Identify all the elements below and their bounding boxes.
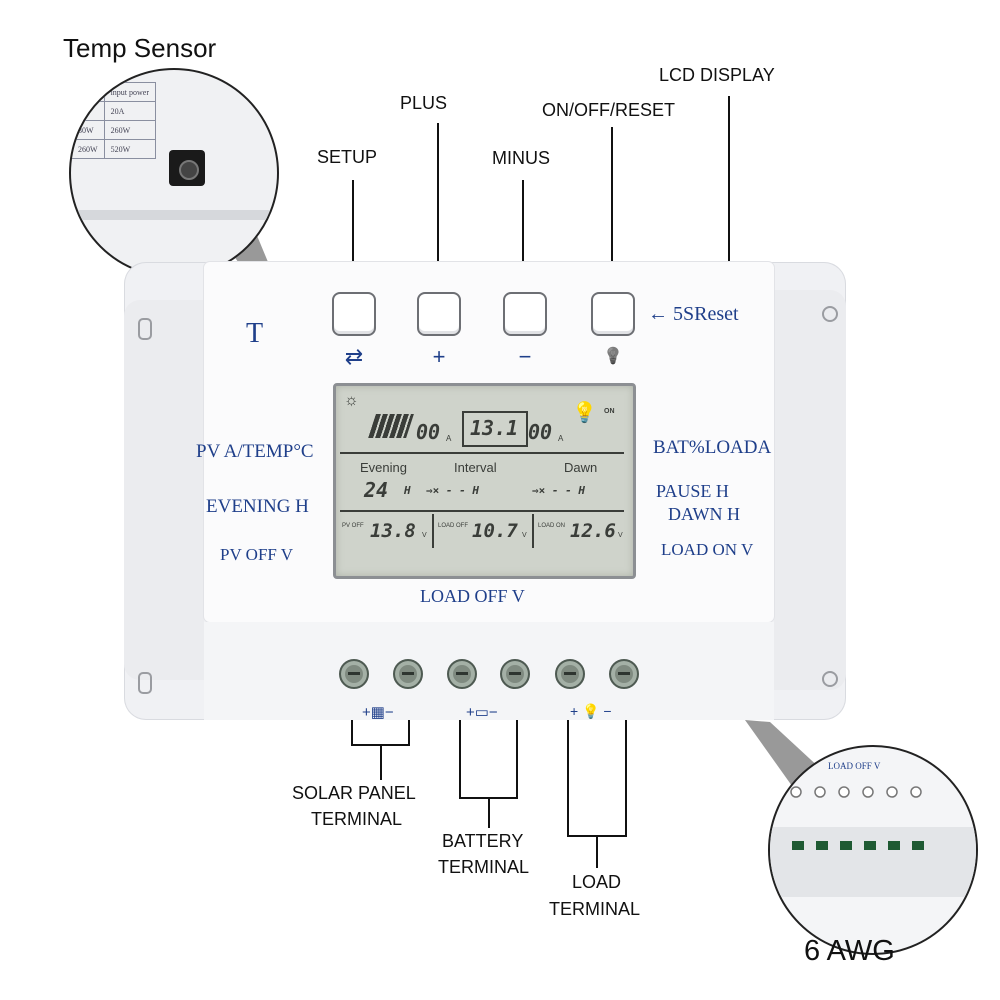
temp-sensor-callout: Temp Sensor [63,33,217,63]
solar-terminal-symbol: +▦− [362,704,394,721]
solar-terminal-callout-line2: TERMINAL [311,809,403,829]
dawn-value: ⇒× - - H [532,484,585,497]
bat-load-label: BAT%LOADA [653,437,772,458]
right-flange [774,290,846,690]
lcd-divider [532,514,534,548]
load-on-lcd-label: LOAD ON [538,523,566,529]
setup-callout: SETUP [317,147,378,167]
zoom-terminal-holes [782,783,976,801]
terminal-zoom: LOAD OFF V [768,745,978,955]
terminal-strip [204,622,774,720]
battery-positive-screw[interactable] [447,659,477,689]
dawn-text: Dawn [564,460,598,475]
awg-callout: 6 AWG [804,935,895,967]
evening-hours-unit: H [404,484,411,497]
dawn-label: DAWN H [668,504,741,524]
mount-hole [138,318,152,340]
solar-positive-screw[interactable] [339,659,369,689]
battery-terminal-callout-line1: BATTERY [442,831,524,851]
table-cell: 30W [71,120,105,140]
battery-voltage-value: 13.1 [470,416,519,440]
load-on-value: 12.6 [570,520,616,542]
temp-sensor-jack[interactable] [169,150,205,186]
plus-callout: PLUS [400,93,448,113]
lcd-display: ☼ 00 A 13.1 00 A 💡 ON Evening Interval D… [333,383,636,579]
table-cell: 20A [103,101,157,121]
load-off-unit: V [522,532,527,539]
setup-symbol-icon: ⇄ [344,344,364,369]
evening-label: EVENING H [206,496,309,517]
lcd-divider [340,452,624,454]
evening-text: Evening [360,460,407,475]
lcd-divider [340,510,624,512]
mount-hole [822,671,838,687]
pv-off-value: 13.8 [370,520,416,542]
load-off-label: LOAD OFF V [420,586,525,606]
battery-terminal-symbol: +▭− [466,704,498,721]
lcd-display-callout: LCD DISPLAY [659,65,775,85]
load-on-label: LOAD ON V [661,540,754,559]
pv-current-unit: A [446,434,452,443]
pause-label: PAUSE H [656,481,729,501]
load-negative-screw[interactable] [609,659,639,689]
battery-icon [462,411,528,447]
table-cell: 260W [71,139,105,159]
pv-off-label: PV OFF V [220,545,294,564]
minus-button[interactable] [503,292,547,336]
load-current-value: 00 [528,420,553,444]
on-off-reset-button[interactable] [591,292,635,336]
setup-button[interactable] [332,292,376,336]
mount-hole [138,672,152,694]
load-terminal-callout-line2: TERMINAL [549,899,641,919]
load-terminal-symbol: + 💡 − [570,703,612,719]
plus-symbol-icon: + [432,344,446,369]
pv-off-lcd-label: PV OFF [342,523,364,529]
reset-hint: ← 5SReset [648,303,739,325]
pv-temp-label: PV A/TEMP°C [196,441,314,462]
load-off-lcd-label: LOAD OFF [438,523,469,529]
table-cell: A [71,101,105,121]
bulb-symbol-icon: 💡 [603,348,623,365]
minus-callout: MINUS [492,148,550,168]
zoom-load-off-label: LOAD OFF V [828,761,881,771]
zoom-terminal-block [770,827,976,897]
evening-hours-value: 24 [364,478,389,502]
mount-hole [822,306,838,322]
minus-symbol-icon: − [518,344,532,369]
on-indicator: ON [604,408,615,415]
pv-off-unit: V [422,532,427,539]
pv-current-value: 00 [416,420,441,444]
power-table-header: input power [103,82,157,102]
interval-text: Interval [454,460,497,475]
case-edge [71,210,277,220]
brand-logo: T [246,318,264,349]
on-off-reset-callout: ON/OFF/RESET [542,100,676,120]
load-off-value: 10.7 [472,520,518,542]
plus-button[interactable] [417,292,461,336]
table-cell: 520W [103,139,157,159]
load-current-unit: A [558,434,564,443]
left-flange [124,300,204,680]
interval-value: ⇒× - - H [426,484,479,497]
battery-negative-screw[interactable] [500,659,530,689]
lcd-divider [432,514,434,548]
table-cell: 260W [103,120,157,140]
solar-terminal-callout-line1: SOLAR PANEL [292,783,416,803]
sun-icon: ☼ [344,392,359,409]
lamp-icon: 💡 [572,402,597,424]
solar-panel-icon [368,414,414,438]
solar-negative-screw[interactable] [393,659,423,689]
load-terminal-callout-line1: LOAD [572,872,622,892]
load-positive-screw[interactable] [555,659,585,689]
battery-terminal-callout-line2: TERMINAL [438,857,530,877]
load-on-unit: V [618,532,623,539]
